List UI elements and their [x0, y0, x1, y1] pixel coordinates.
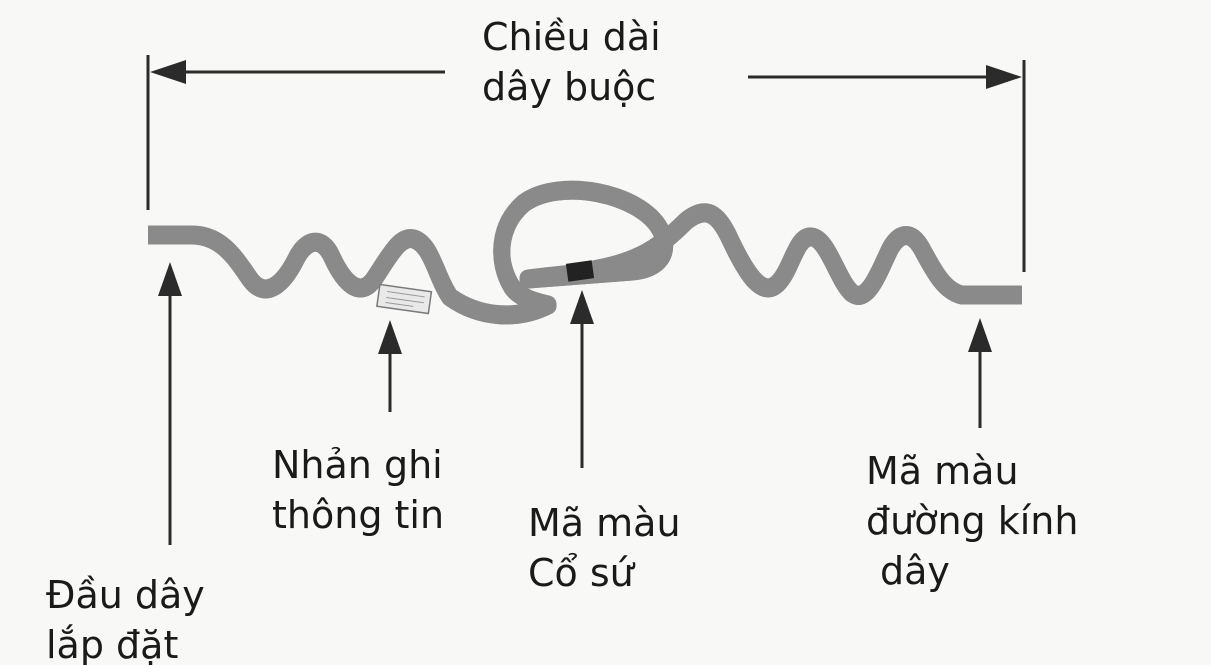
insulator-color-code-line2: Cổ sứ [528, 551, 634, 595]
insulator-color-band [565, 260, 595, 282]
install-end-line2: lắp đặt [46, 623, 179, 665]
diameter-color-code-line2: đường kính [866, 499, 1079, 543]
length-arrowhead-right-icon [986, 65, 1022, 89]
diameter-color-code-label: Mã màu đường kính dây [866, 446, 1078, 596]
tie-length-line1: Chiều dài [482, 15, 661, 59]
info-tag [376, 283, 433, 315]
tie-length-label: Chiều dài dây buộc [482, 12, 661, 112]
pointer-arrows [158, 262, 992, 545]
length-arrowhead-left-icon [150, 60, 186, 84]
install-end-label: Đầu dây lắp đặt [46, 570, 205, 665]
diameter-arrowhead-icon [968, 318, 992, 352]
tie-length-line2: dây buộc [482, 65, 657, 109]
info-tag-arrowhead-icon [378, 320, 402, 354]
info-tag-line1: Nhản ghi [272, 443, 443, 487]
diameter-color-code-line3: dây [880, 549, 950, 593]
install-end-line1: Đầu dây [46, 573, 205, 617]
insulator-color-code-line1: Mã màu [528, 501, 681, 545]
tie-wire [148, 189, 1022, 316]
insulator-color-code-label: Mã màu Cổ sứ [528, 498, 681, 598]
diameter-color-code-line1: Mã màu [866, 449, 1019, 493]
install-end-arrowhead-icon [158, 262, 182, 296]
insulator-arrowhead-icon [570, 290, 594, 324]
length-dimension [146, 55, 1026, 272]
info-tag-label: Nhản ghi thông tin [272, 440, 444, 540]
info-tag-line2: thông tin [272, 493, 445, 537]
